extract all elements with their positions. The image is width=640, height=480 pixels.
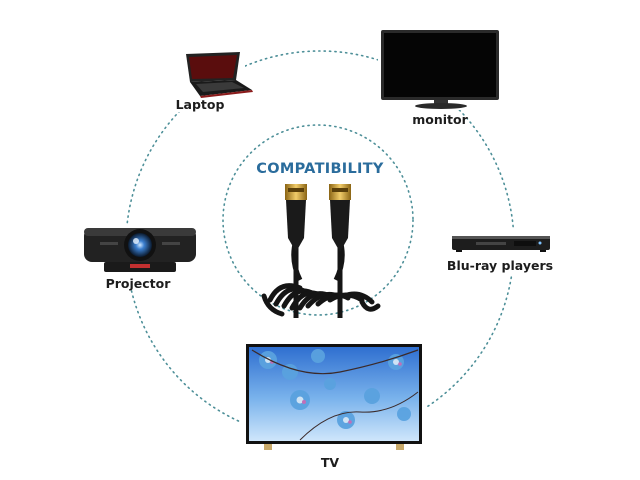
hdmi-cable-icon (261, 184, 381, 318)
monitor-icon (381, 30, 499, 109)
bluray-label: Blu-ray players (446, 258, 554, 273)
projector-icon (84, 228, 196, 272)
tv-label: TV (320, 455, 340, 470)
projector-label: Projector (105, 276, 171, 291)
compatibility-title: COMPATIBILITY (256, 161, 384, 177)
laptop-icon (186, 52, 253, 98)
bluray-player-icon (452, 236, 550, 252)
laptop-label: Laptop (175, 97, 225, 112)
monitor-label: monitor (412, 112, 468, 127)
tv-icon (246, 344, 422, 450)
inner-dotted-ring (222, 124, 414, 316)
